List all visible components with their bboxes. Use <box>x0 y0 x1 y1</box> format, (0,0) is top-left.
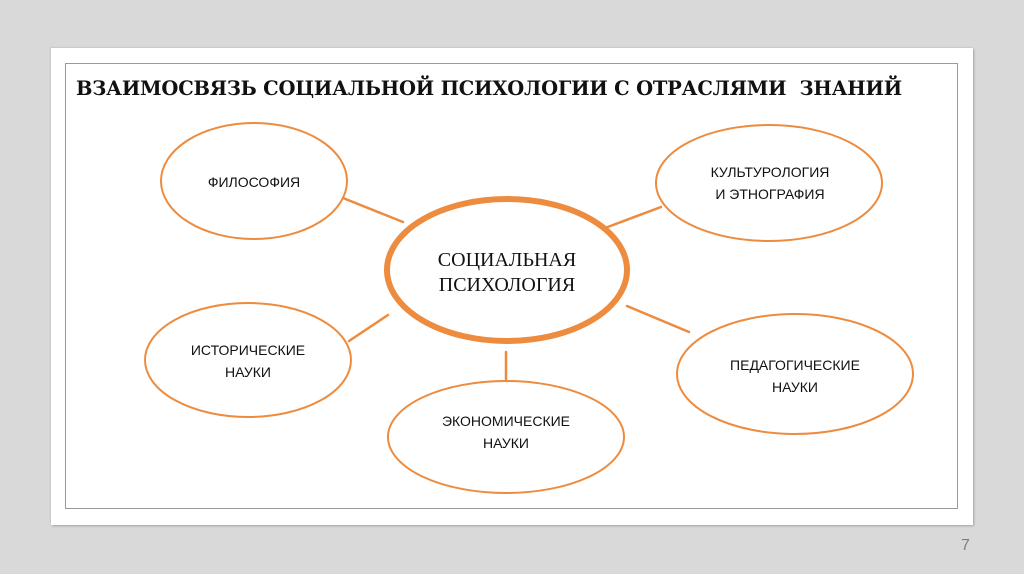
node-philosophy-ellipse <box>160 122 348 240</box>
slide-title: ВЗАИМОСВЯЗЬ СОЦИАЛЬНОЙ ПСИХОЛОГИИ С ОТРА… <box>76 77 902 100</box>
node-center-ellipse <box>384 196 630 344</box>
node-pedagogy-label: ПЕДАГОГИЧЕСКИЕ НАУКИ <box>730 357 860 395</box>
node-history-ellipse <box>144 302 352 418</box>
connector-philosophy <box>341 196 405 224</box>
connector-culturology <box>603 205 663 230</box>
node-philosophy-label: ФИЛОСОФИЯ <box>207 174 301 190</box>
node-economics-label: ЭКОНОМИЧЕСКИЕ НАУКИ <box>441 413 570 451</box>
node-culturology-label: КУЛЬТУРОЛОГИЯ И ЭТНОГРАФИЯ <box>710 164 830 202</box>
node-center-label: СОЦИАЛЬНАЯ ПСИХОЛОГИЯ <box>437 249 577 296</box>
node-economics-ellipse <box>387 380 625 494</box>
connector-history <box>347 313 390 343</box>
page-number: 7 <box>961 537 970 554</box>
node-history-label: ИСТОРИЧЕСКИЕ НАУКИ <box>190 342 306 380</box>
slide-frame <box>65 63 958 509</box>
node-pedagogy-ellipse <box>676 313 914 435</box>
connector-pedagogy <box>625 304 691 334</box>
slide: ВЗАИМОСВЯЗЬ СОЦИАЛЬНОЙ ПСИХОЛОГИИ С ОТРА… <box>51 48 973 525</box>
node-culturology-ellipse <box>655 124 883 242</box>
